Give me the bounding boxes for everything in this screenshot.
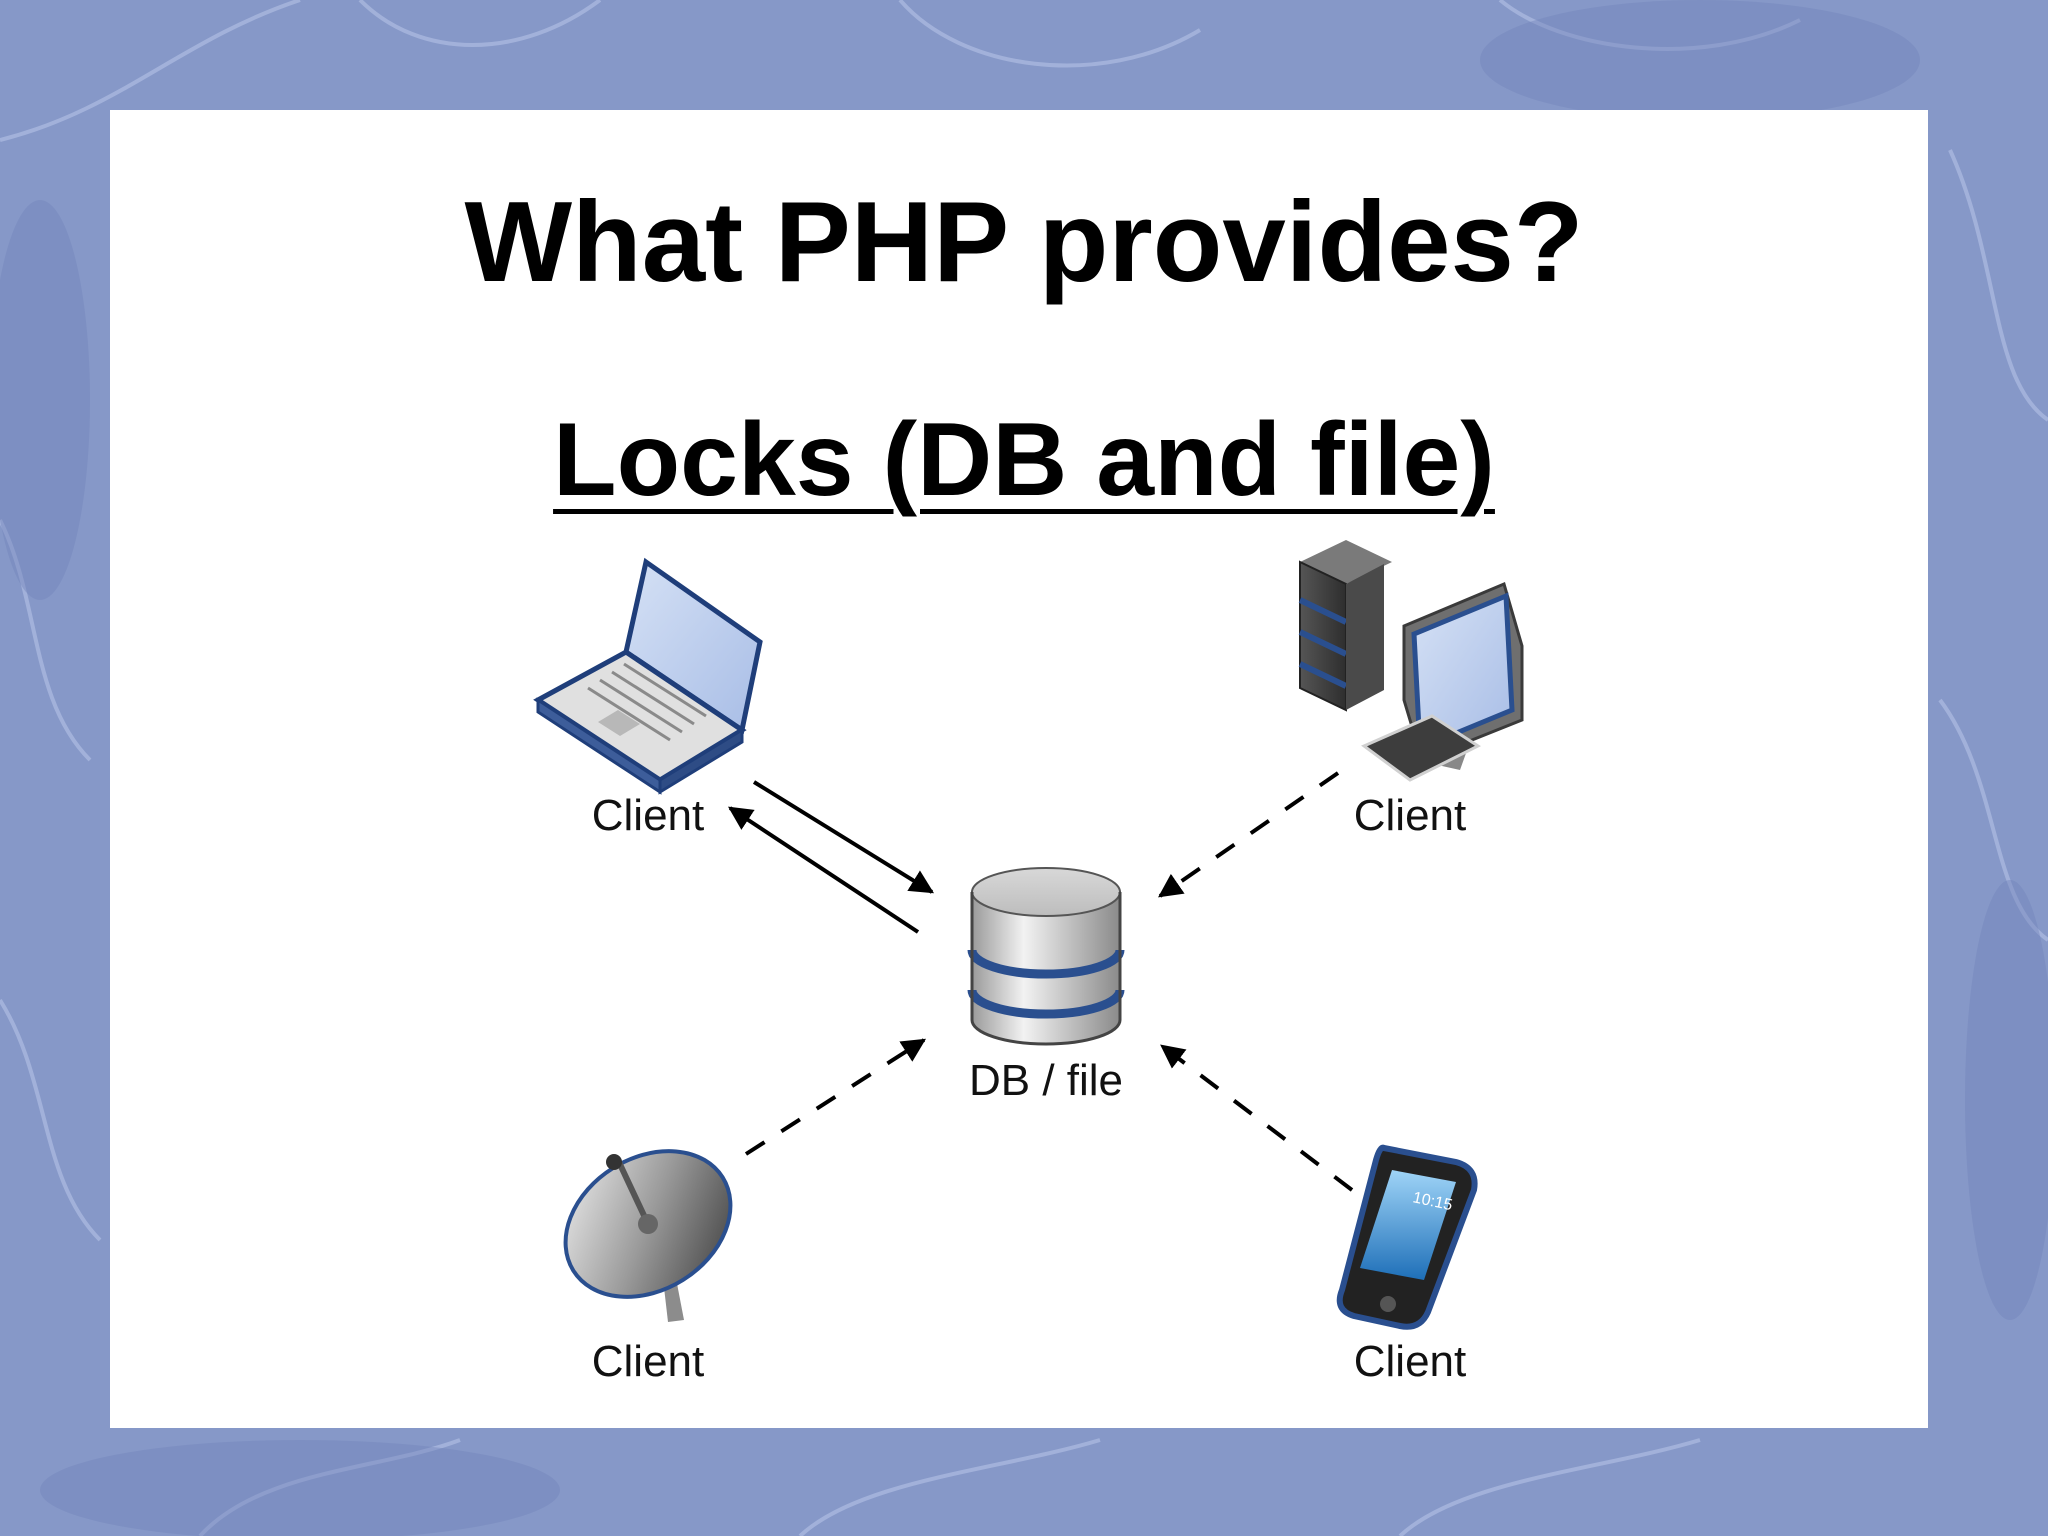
slide-title: What PHP provides? bbox=[464, 179, 1584, 306]
client-label-satellite: Client bbox=[592, 1337, 705, 1386]
connection-satellite bbox=[744, 1038, 927, 1156]
connection-laptop bbox=[727, 780, 935, 934]
slide-subtitle: Locks (DB and file) bbox=[553, 402, 1495, 518]
connection-phone bbox=[1160, 1044, 1354, 1192]
desktop-computer-icon bbox=[1298, 540, 1524, 782]
smartphone-icon: 10:15 bbox=[1336, 1144, 1478, 1330]
slide-panel bbox=[110, 110, 1928, 1428]
laptop-icon bbox=[533, 557, 763, 795]
database-icon bbox=[967, 867, 1125, 1046]
client-label-phone: Client bbox=[1354, 1337, 1467, 1386]
database-label: DB / file bbox=[969, 1056, 1123, 1105]
client-label-desktop: Client bbox=[1354, 791, 1467, 840]
connection-desktop bbox=[1158, 771, 1340, 898]
satellite-dish-icon bbox=[563, 1149, 733, 1322]
client-label-laptop: Client bbox=[592, 791, 705, 840]
